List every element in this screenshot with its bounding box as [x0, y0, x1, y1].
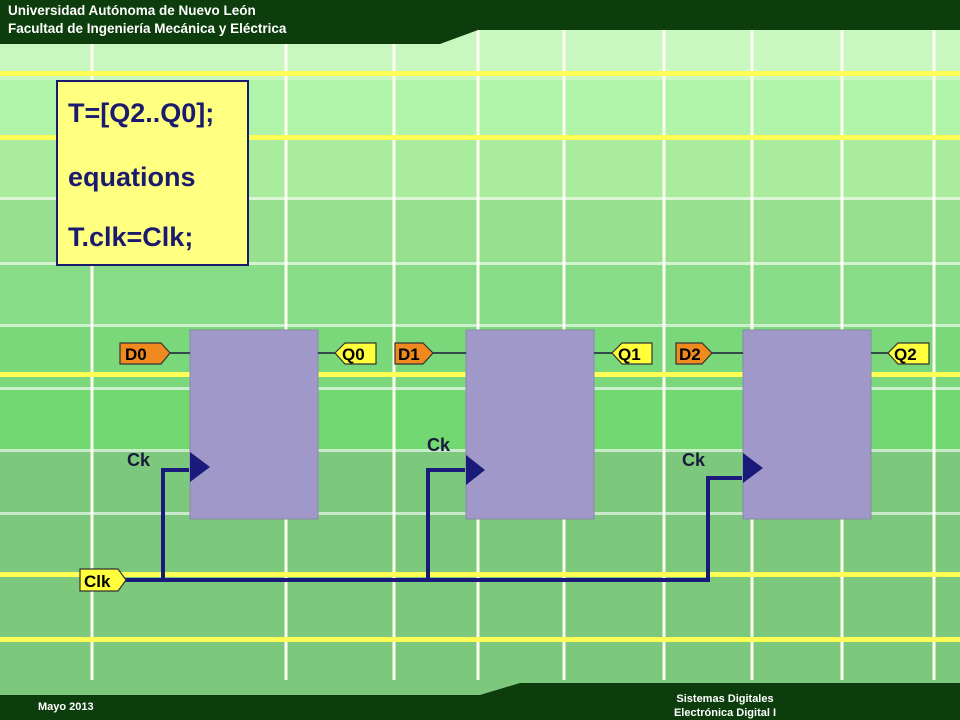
- clock-wires: [125, 468, 742, 582]
- clock-triangle-0: [190, 452, 210, 482]
- output-pin-1: [611, 342, 653, 365]
- code-box: T=[Q2..Q0]; equations T.clk=Clk;: [56, 80, 249, 266]
- output-pin-2: [887, 342, 930, 365]
- clock-triangle-2: [743, 453, 763, 483]
- clock-signal-pin: [79, 568, 127, 592]
- footer-course-line1: Sistemas Digitales: [676, 693, 774, 705]
- clock-input-label-2: Ck: [682, 450, 706, 470]
- input-pin-0-label: D0: [125, 345, 147, 364]
- output-pin-0: [334, 342, 377, 365]
- output-pins: Q0 Q1 Q2: [334, 342, 930, 365]
- output-pin-0-label: Q0: [342, 345, 365, 364]
- flip-flop-2: [742, 329, 872, 520]
- code-line-2: T.clk=Clk;: [68, 222, 194, 252]
- header-bar: [0, 0, 960, 44]
- flip-flop-bodies: [189, 329, 872, 520]
- footer-course-line2: Electrónica Digital I: [673, 707, 777, 719]
- input-pin-1-label: D1: [398, 345, 420, 364]
- clock-triangles: [190, 452, 763, 485]
- clock-input-labels: Ck Ck Ck: [127, 435, 706, 470]
- input-pins: D0 D1 D2: [119, 342, 713, 365]
- input-pin-0: [119, 342, 171, 365]
- clock-input-label-1: Ck: [427, 435, 451, 455]
- input-pin-2: [675, 342, 713, 365]
- header-faculty: Facultad de Ingeniería Mecánica y Eléctr…: [8, 21, 287, 36]
- input-pin-1: [394, 342, 434, 365]
- output-pin-2-label: Q2: [894, 345, 917, 364]
- code-line-1: equations: [68, 162, 196, 192]
- clock-triangle-1: [466, 455, 485, 485]
- header-university: Universidad Autónoma de Nuevo León: [8, 3, 256, 18]
- input-pin-2-label: D2: [679, 345, 701, 364]
- flip-flop-0: [189, 329, 319, 520]
- footer-date: Mayo 2013: [38, 701, 94, 713]
- footer-bar: [0, 683, 960, 720]
- clock-signal-label: Clk: [84, 572, 111, 591]
- flip-flop-1: [465, 329, 595, 520]
- clock-input-label-0: Ck: [127, 450, 151, 470]
- code-line-0: T=[Q2..Q0];: [68, 98, 215, 128]
- output-pin-1-label: Q1: [618, 345, 641, 364]
